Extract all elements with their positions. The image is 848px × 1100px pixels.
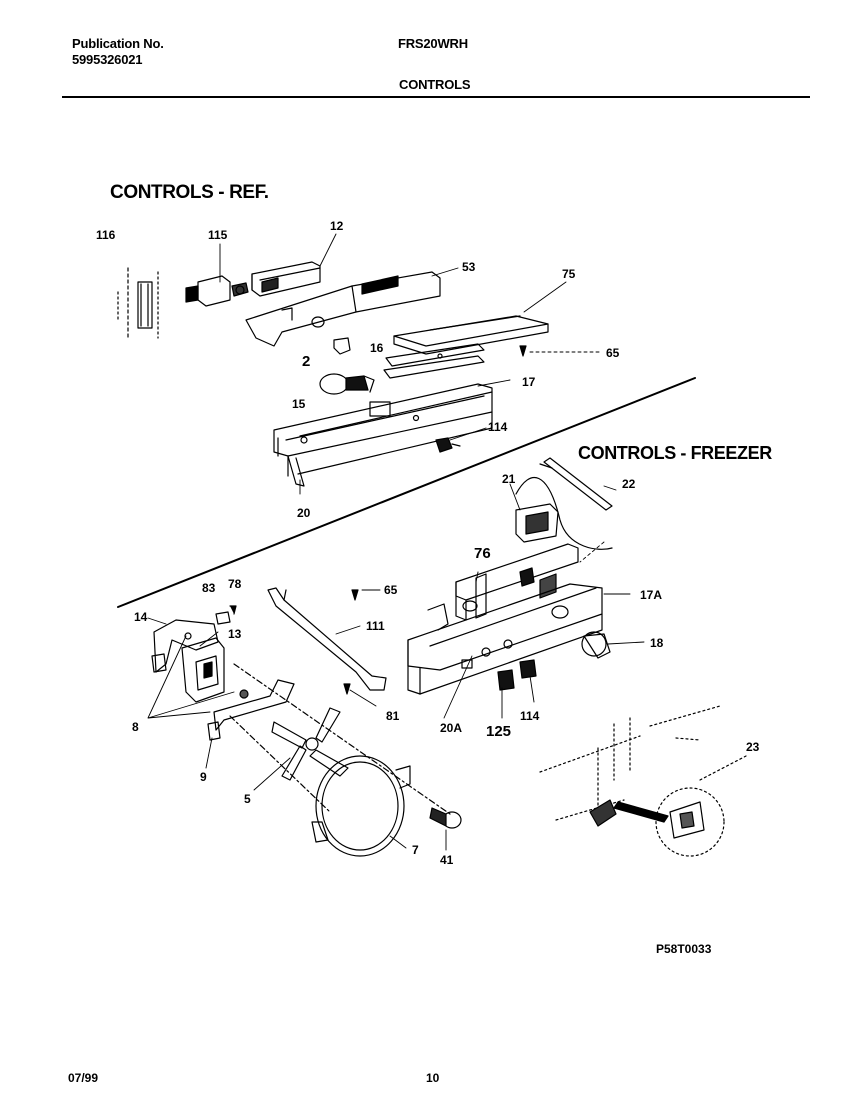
callout-125: 125 [486,723,511,740]
callout-78: 78 [228,577,242,591]
drawing-code: P58T0033 [656,942,712,956]
model-number: FRS20WRH [398,36,468,51]
callout-23: 23 [746,740,760,754]
lower-bracket-part [207,679,295,741]
fan-shroud-part [311,755,411,857]
screw-part-2 [351,589,359,601]
callout-75: 75 [562,267,576,281]
publication-label: Publication No. [72,36,164,51]
screw-part-3 [343,683,351,695]
controls-freezer-title: CONTROLS - FREEZER [578,443,772,463]
light-shield-part [117,267,159,341]
capillary-tube-part [515,457,613,550]
callout-111: 111 [366,619,385,633]
callout-9: 9 [200,770,207,784]
fan-motor-part [181,637,225,703]
knob-shaft-part [435,437,461,453]
screw-part [519,345,527,357]
footer-date: 07/99 [68,1071,99,1085]
control-box-part [455,543,579,621]
ref-control-panel-part [273,383,493,487]
temp-knob-part [581,631,611,659]
control-bracket-part [251,261,321,297]
controls-ref-title: CONTROLS - REF. [110,182,269,203]
callout-13: 13 [228,627,242,641]
alignment-lines [229,663,451,815]
callout-116: 116 [96,228,116,242]
light-socket-part [185,275,249,307]
callout-22: 22 [622,477,636,491]
callout-114b: 114 [520,709,540,723]
damper-rod-part [267,587,387,691]
mounting-screw-part [429,807,462,829]
damper-inset-view [539,705,747,857]
callout-21: 21 [502,472,516,486]
header-rule [62,96,810,98]
motor-bracket-part [151,619,219,673]
fan-blade-part [271,707,349,781]
callout-20A: 20A [440,721,462,735]
freezer-control-panel-part [407,583,603,695]
callout-65a: 65 [606,346,620,360]
callout-16: 16 [370,341,384,355]
bulb-part [319,373,375,395]
footer-page-number: 10 [426,1071,440,1085]
cover-plate-part [393,315,549,355]
publication-number: 5995326021 [72,52,143,67]
callout-7: 7 [412,843,419,857]
callout-5: 5 [244,792,251,806]
callout-18: 18 [650,636,664,650]
callout-20: 20 [297,506,311,520]
callout-65b: 65 [384,583,398,597]
callout-12: 12 [330,219,344,233]
callout-17A: 17A [640,588,662,602]
callout-41: 41 [440,853,454,867]
callout-53: 53 [462,260,476,274]
push-button-part [497,659,537,691]
callout-76: 76 [474,545,491,562]
callout-2: 2 [302,353,310,370]
callout-114a: 114 [488,420,508,434]
section-heading: CONTROLS [399,77,471,92]
callout-8: 8 [132,720,139,734]
callout-14: 14 [134,610,148,624]
knob-part [333,337,351,355]
leader-lines [147,233,645,851]
callout-83: 83 [202,581,216,595]
damper-inset-parts [589,799,705,839]
callout-17: 17 [522,375,536,389]
callout-115: 115 [208,228,228,242]
callout-81: 81 [386,709,400,723]
thermostat-part [515,503,559,543]
control-housing-part [245,271,441,347]
callout-15: 15 [292,397,306,411]
sensor-bar-part [383,343,485,379]
clip-part [215,605,237,625]
section-divider-line [117,377,696,608]
